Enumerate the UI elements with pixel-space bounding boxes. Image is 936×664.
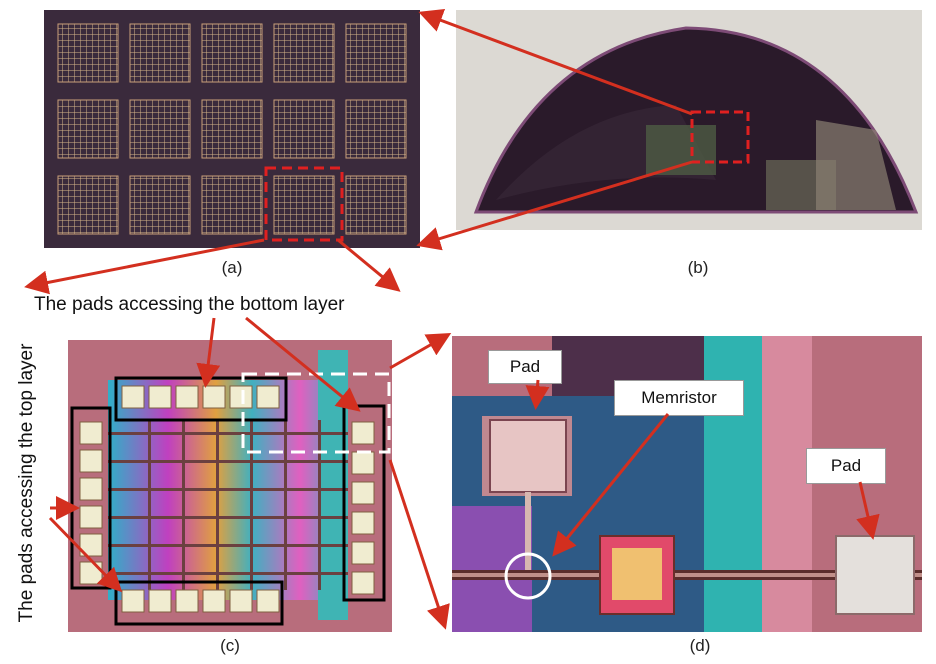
crossbar-image bbox=[68, 340, 392, 632]
crossbar-row-wire bbox=[108, 544, 348, 547]
wafer-image bbox=[456, 10, 922, 230]
crossbar-row-wire bbox=[108, 432, 348, 435]
bottom-pad bbox=[175, 589, 199, 613]
array-cell bbox=[57, 99, 119, 159]
crossbar-column-wire bbox=[216, 420, 219, 590]
top-pad bbox=[229, 385, 253, 409]
array-cell bbox=[129, 99, 191, 159]
bottom-pad bbox=[121, 589, 145, 613]
array-cell bbox=[201, 23, 263, 83]
panel-d-zoom: Pad Memristor Pad bbox=[452, 336, 922, 632]
right-pad bbox=[351, 481, 375, 505]
bottom-pad-group-frame bbox=[114, 580, 284, 626]
left-pad bbox=[79, 421, 103, 445]
crossbar-column-wire bbox=[148, 420, 151, 590]
caption-b: (b) bbox=[687, 258, 709, 277]
array-cell bbox=[345, 175, 407, 235]
bottom-pad bbox=[256, 589, 280, 613]
caption-d: (d) bbox=[689, 636, 711, 655]
panel-b-wafer bbox=[456, 10, 922, 230]
array-cell bbox=[345, 99, 407, 159]
right-pad bbox=[351, 451, 375, 475]
array-cell bbox=[273, 175, 335, 235]
pad-left-square bbox=[489, 419, 567, 493]
memristor-circle bbox=[504, 552, 552, 600]
array-cell bbox=[129, 23, 191, 83]
bottom-pad bbox=[202, 589, 226, 613]
bottom-pad bbox=[148, 589, 172, 613]
array-cell bbox=[273, 99, 335, 159]
chip-array-image bbox=[44, 10, 420, 248]
pad-right-label: Pad bbox=[806, 448, 886, 484]
right-pad bbox=[351, 511, 375, 535]
arrow-c-to-d-top bbox=[389, 333, 452, 370]
crossbar-column-wire bbox=[182, 420, 185, 590]
top-pad bbox=[175, 385, 199, 409]
top-pad bbox=[121, 385, 145, 409]
crossbar-column-wire bbox=[284, 420, 287, 590]
right-pad bbox=[351, 571, 375, 595]
left-pad bbox=[79, 533, 103, 557]
bottom-pad bbox=[229, 589, 253, 613]
pad-left-label: Pad bbox=[488, 350, 562, 384]
crossbar-row-wire bbox=[108, 516, 348, 519]
crossbar-row-wire bbox=[108, 488, 348, 491]
caption-a: (a) bbox=[221, 258, 243, 277]
left-pad bbox=[79, 449, 103, 473]
array-cell bbox=[345, 23, 407, 83]
array-cell bbox=[57, 23, 119, 83]
crossbar-column-wire bbox=[318, 420, 321, 590]
memristor-label: Memristor bbox=[614, 380, 744, 416]
right-pad bbox=[351, 541, 375, 565]
crossbar-column-wire bbox=[250, 420, 253, 590]
top-layer-annotation: The pads accessing the top layer bbox=[16, 343, 37, 623]
bottom-layer-annotation: The pads accessing the bottom layer bbox=[34, 294, 345, 315]
array-cell bbox=[129, 175, 191, 235]
right-pad-group-frame bbox=[342, 404, 386, 602]
left-pad bbox=[79, 477, 103, 501]
pad-right-square bbox=[835, 535, 915, 615]
selected-cell-highlight bbox=[264, 166, 344, 242]
array-cell bbox=[201, 99, 263, 159]
top-pad bbox=[148, 385, 172, 409]
array-cell bbox=[201, 175, 263, 235]
crossbar-row-wire bbox=[108, 460, 348, 463]
left-pad bbox=[79, 561, 103, 585]
arrow-c-to-d-bottom bbox=[388, 459, 450, 630]
top-pad bbox=[202, 385, 226, 409]
caption-c: (c) bbox=[220, 636, 240, 655]
wafer-region-highlight bbox=[690, 110, 750, 164]
panel-a-chip-array bbox=[44, 10, 420, 248]
crossbar-row-wire bbox=[108, 572, 348, 575]
array-cell bbox=[273, 23, 335, 83]
left-pad bbox=[79, 505, 103, 529]
top-pad bbox=[256, 385, 280, 409]
right-pad bbox=[351, 421, 375, 445]
array-cell bbox=[57, 175, 119, 235]
panel-c-crossbar bbox=[68, 340, 392, 632]
